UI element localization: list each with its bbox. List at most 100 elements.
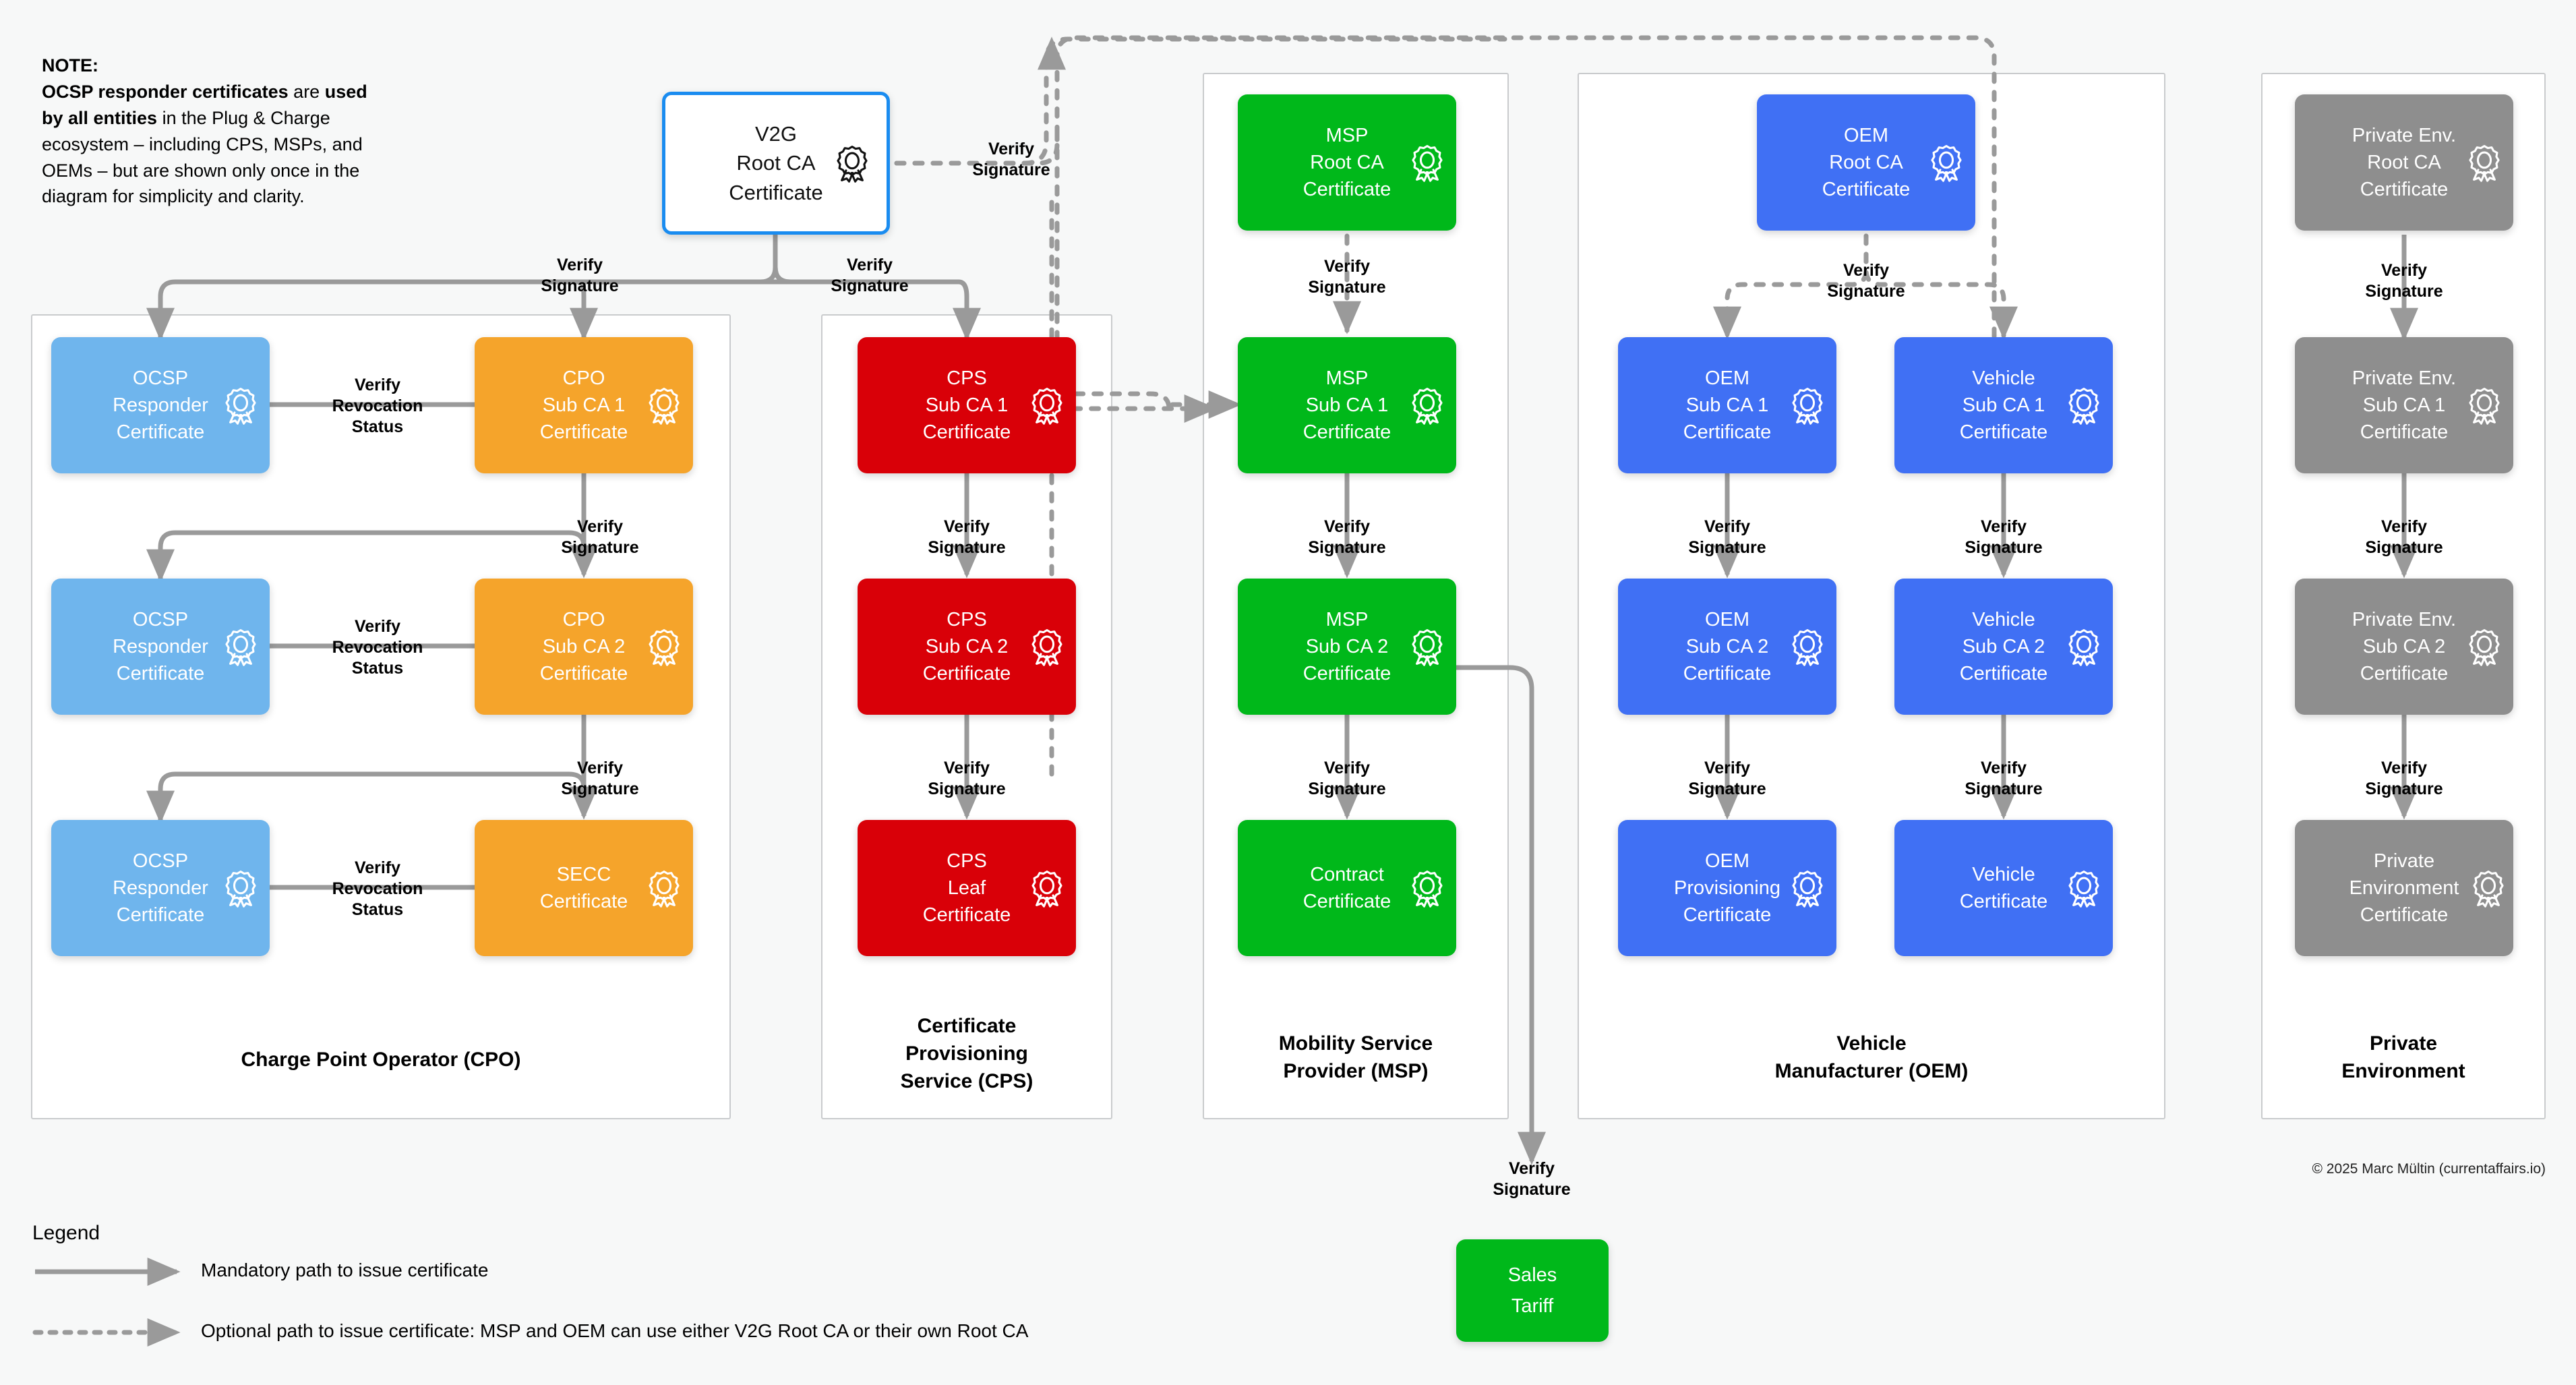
cert-msp-root-ca[interactable]: MSP Root CA Certificate — [1238, 94, 1456, 231]
cert-msp-sub-ca-2[interactable]: MSP Sub CA 2 Certificate — [1238, 579, 1456, 715]
cert-vehicle-sub-ca-2[interactable]: Vehicle Sub CA 2 Certificate — [1894, 579, 2113, 715]
cert-ocsp-responder-1[interactable]: OCSP Responder Certificate — [51, 337, 270, 473]
certificate-rosette-icon — [225, 870, 256, 908]
cert-label: V2G Root CA Certificate — [729, 122, 823, 204]
cert-sales-tariff[interactable]: Sales Tariff — [1456, 1239, 1609, 1342]
group-label-oem: Vehicle Manufacturer (OEM) — [1774, 1032, 1969, 1082]
cert-ocsp-responder-3[interactable]: OCSP Responder Certificate — [51, 820, 270, 956]
group-label-msp: Mobility Service Provider (MSP) — [1278, 1032, 1433, 1082]
cert-label: MSP Sub CA 1 Certificate — [1302, 367, 1391, 444]
label-vs-oem-2: Verify Signature — [1688, 759, 1766, 798]
cert-label: OEM Root CA Certificate — [1822, 124, 1911, 201]
cert-oem-sub-ca-2[interactable]: OEM Sub CA 2 Certificate — [1618, 579, 1836, 715]
label-vs-pe-root: Verify Signature — [2365, 261, 2443, 301]
legend-title: Legend — [32, 1222, 100, 1244]
certificate-rosette-icon — [1412, 387, 1443, 425]
cert-label: Vehicle Sub CA 1 Certificate — [1959, 367, 2048, 444]
note-block: NOTE: OCSP responder certificates are us… — [42, 53, 379, 210]
certificate-rosette-icon — [649, 628, 680, 666]
certificate-rosette-icon — [2068, 628, 2099, 666]
cert-oem-sub-ca-1[interactable]: OEM Sub CA 1 Certificate — [1618, 337, 1836, 473]
cert-private-sub-ca-2[interactable]: Private Env. Sub CA 2 Certificate — [2295, 579, 2513, 715]
group-label-cpo: Charge Point Operator (CPO) — [241, 1049, 521, 1071]
cert-label: Private Env. Sub CA 2 Certificate — [2352, 608, 2457, 685]
certificate-rosette-icon — [1412, 628, 1443, 666]
cert-cps-sub-ca-1[interactable]: CPS Sub CA 1 Certificate — [858, 337, 1076, 473]
cert-label: OEM Provisioning Certificate — [1674, 850, 1780, 926]
cert-contract[interactable]: Contract Certificate — [1238, 820, 1456, 956]
certificate-rosette-icon — [2469, 628, 2500, 666]
cert-v2g-root-ca[interactable]: V2G Root CA Certificate — [662, 92, 890, 235]
cert-label: CPS Leaf Certificate — [922, 850, 1011, 926]
label-vs-msp-2: Verify Signature — [1308, 759, 1386, 798]
cert-label: OCSP Responder Certificate — [113, 608, 208, 685]
cert-label: Contract Certificate — [1302, 863, 1391, 912]
label-vs-cps-1: Verify Signature — [928, 517, 1006, 557]
label-vs-veh-2: Verify Signature — [1965, 759, 2043, 798]
certificate-rosette-icon — [1412, 144, 1443, 182]
certificate-rosette-icon — [2473, 870, 2504, 908]
label-vs-v2g-to-cps: Verify Signature — [972, 140, 1050, 179]
certificate-rosette-icon — [2068, 870, 2099, 908]
certificate-rosette-icon — [225, 628, 256, 666]
cert-label: MSP Sub CA 2 Certificate — [1302, 608, 1391, 685]
copyright-text: © 2025 Marc Mültin (currentaffairs.io) — [2312, 1161, 2546, 1177]
note-heading: NOTE: — [42, 55, 98, 76]
cert-oem-provisioning[interactable]: OEM Provisioning Certificate — [1618, 820, 1836, 956]
cert-private-root-ca[interactable]: Private Env. Root CA Certificate — [2295, 94, 2513, 231]
cert-label: OCSP Responder Certificate — [113, 850, 208, 926]
label-vs-v2g-to-ocsp: Verify Signature — [541, 256, 619, 295]
cert-cpo-sub-ca-2[interactable]: CPO Sub CA 2 Certificate — [475, 579, 693, 715]
label-vs-pe-2: Verify Signature — [2365, 759, 2443, 798]
label-vs-oem-1: Verify Signature — [1688, 517, 1766, 557]
cert-oem-root-ca[interactable]: OEM Root CA Certificate — [1757, 94, 1975, 231]
note-bold-2: used by all entities — [42, 81, 367, 128]
note-pre: are — [293, 81, 325, 102]
certificate-rosette-icon — [1792, 387, 1823, 425]
certificate-rosette-icon — [225, 387, 256, 425]
label-vs-cpo-2: Verify Signature — [561, 759, 639, 798]
cert-vehicle[interactable]: Vehicle Certificate — [1894, 820, 2113, 956]
cert-label: MSP Root CA Certificate — [1302, 124, 1391, 201]
certificate-rosette-icon — [1031, 387, 1062, 425]
certificate-rosette-icon — [2068, 387, 2099, 425]
label-vr-cpo-3: Verify Revocation Status — [332, 858, 423, 919]
cert-label: CPO Sub CA 2 Certificate — [539, 608, 628, 685]
cert-label: Vehicle Certificate — [1959, 863, 2048, 912]
cert-label: Private Env. Sub CA 1 Certificate — [2352, 367, 2457, 444]
certificate-rosette-icon — [1031, 628, 1062, 666]
cert-label: Private Env. Root CA Certificate — [2352, 124, 2457, 201]
cert-cps-sub-ca-2[interactable]: CPS Sub CA 2 Certificate — [858, 579, 1076, 715]
label-vs-msp-1: Verify Signature — [1308, 517, 1386, 557]
certificate-rosette-icon — [1031, 870, 1062, 908]
legend-mandatory-text: Mandatory path to issue certificate — [201, 1260, 489, 1280]
cert-private-sub-ca-1[interactable]: Private Env. Sub CA 1 Certificate — [2295, 337, 2513, 473]
certificate-rosette-icon — [2469, 144, 2500, 182]
cert-label: Vehicle Sub CA 2 Certificate — [1959, 608, 2048, 685]
label-vs-pe-1: Verify Signature — [2365, 517, 2443, 557]
legend-optional-text: Optional path to issue certificate: MSP … — [201, 1320, 1029, 1341]
note-bold-1: OCSP responder certificates — [42, 81, 289, 102]
cert-ocsp-responder-2[interactable]: OCSP Responder Certificate — [51, 579, 270, 715]
cert-label: OEM Sub CA 1 Certificate — [1683, 367, 1772, 444]
certificate-rosette-icon — [649, 387, 680, 425]
cert-msp-sub-ca-1[interactable]: MSP Sub CA 1 Certificate — [1238, 337, 1456, 473]
label-vr-cpo-2: Verify Revocation Status — [332, 617, 423, 678]
label-vs-cpo-1: Verify Signature — [561, 517, 639, 557]
cert-private-environment[interactable]: Private Environment Certificate — [2295, 820, 2513, 956]
cert-label: OCSP Responder Certificate — [113, 367, 208, 444]
cert-label: CPO Sub CA 1 Certificate — [539, 367, 628, 444]
group-label-cps: Certificate Provisioning Service (CPS) — [900, 1015, 1034, 1092]
certificate-rosette-icon — [2469, 387, 2500, 425]
cert-cps-leaf[interactable]: CPS Leaf Certificate — [858, 820, 1076, 956]
cert-vehicle-sub-ca-1[interactable]: Vehicle Sub CA 1 Certificate — [1894, 337, 2113, 473]
label-vr-cpo-1: Verify Revocation Status — [332, 376, 423, 436]
cert-label: SECC Certificate — [539, 863, 628, 912]
label-vs-cps-2: Verify Signature — [928, 759, 1006, 798]
label-vs-msp-root: Verify Signature — [1308, 257, 1386, 297]
cert-cpo-sub-ca-1[interactable]: CPO Sub CA 1 Certificate — [475, 337, 693, 473]
note-post: in the Plug & Charge ecosystem – includi… — [42, 107, 363, 207]
cert-secc[interactable]: SECC Certificate — [475, 820, 693, 956]
cert-label: Sales Tariff — [1507, 1264, 1557, 1317]
certificate-rosette-icon — [1931, 144, 1962, 182]
